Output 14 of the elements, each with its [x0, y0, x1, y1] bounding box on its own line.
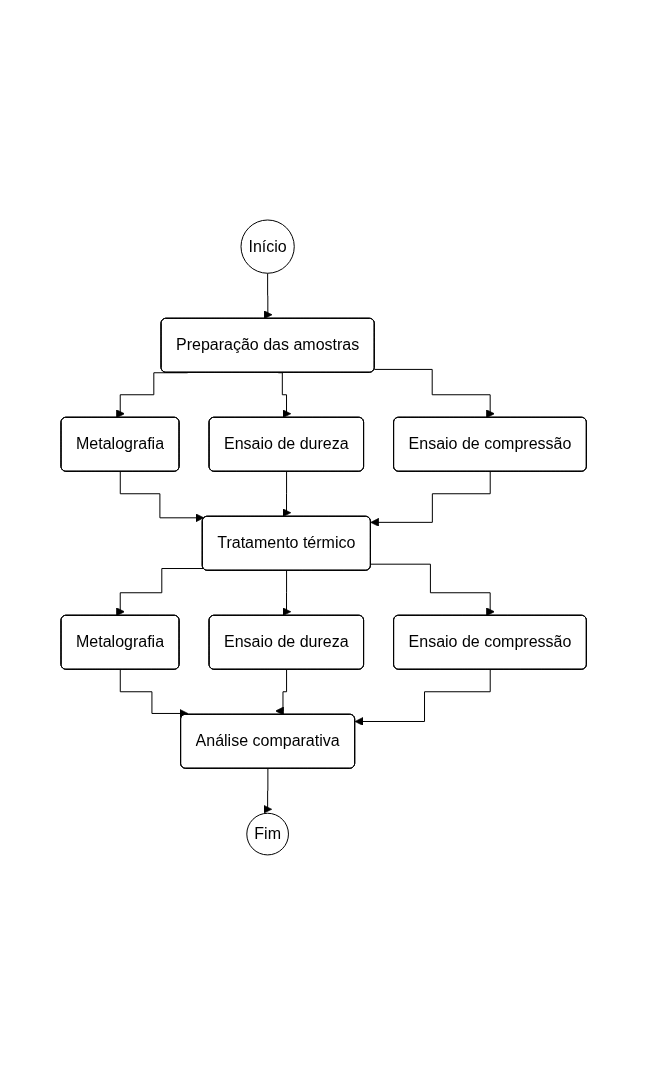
arrow: [263, 768, 273, 814]
arrow: [120, 471, 205, 523]
node-circle: Fim: [246, 812, 290, 856]
arrow: [263, 272, 273, 320]
arrow: [355, 669, 492, 726]
arrow: [282, 570, 292, 617]
arrow: [370, 563, 496, 617]
arrow: [374, 368, 496, 419]
arrow: [120, 669, 189, 718]
arrow: [370, 471, 492, 527]
arrow: [275, 669, 288, 716]
arrow: [282, 471, 292, 518]
arrow: [116, 568, 205, 617]
node-circle: Início: [240, 219, 296, 274]
